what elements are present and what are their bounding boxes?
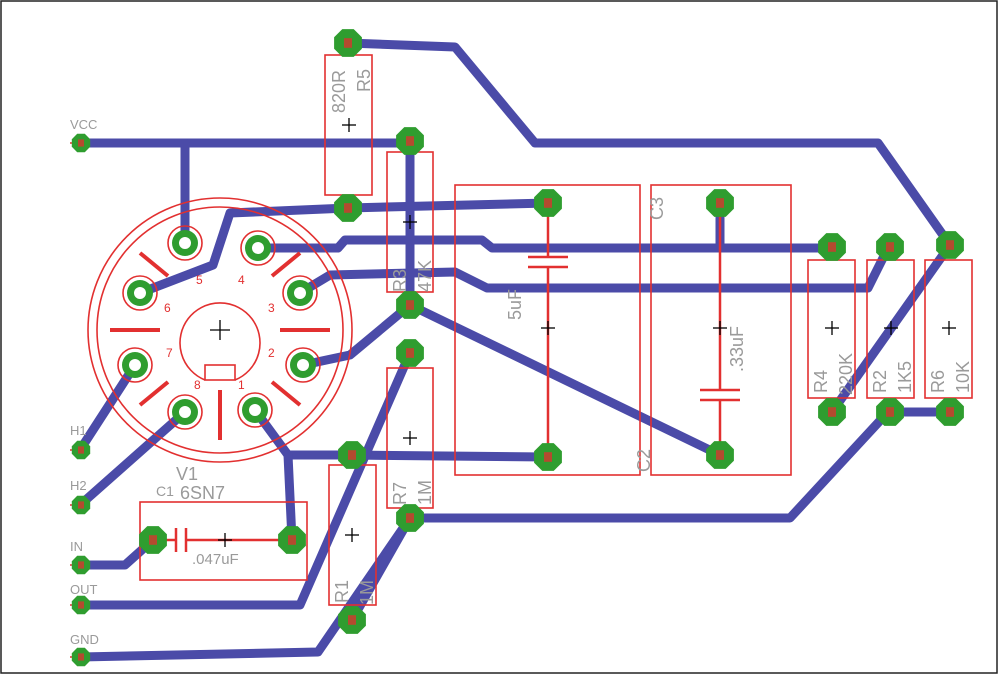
tube-pin-5-label: 5: [196, 273, 203, 287]
r7-name-label: R7: [390, 482, 410, 505]
r5-pad-top-drill: [344, 38, 352, 48]
r3-name-label: R3: [390, 269, 410, 292]
r5-name-label: R5: [354, 69, 374, 92]
r6-pad-bottom-drill: [946, 407, 954, 417]
tube-socket-outer: [87, 197, 353, 463]
c2-pad-bottom-drill: [544, 452, 552, 462]
trace-r3-c3: [405, 300, 725, 460]
trace-r5-r6: [343, 38, 955, 250]
gnd-pad-drill: [78, 653, 84, 661]
in-pad-drill: [78, 561, 84, 569]
trace-pin5-r5: [135, 198, 553, 298]
vcc-pad-drill: [78, 139, 84, 147]
c1-pad-left-drill: [149, 535, 157, 545]
r6-pad-top-drill: [946, 240, 954, 250]
c3-name-label: C3: [647, 197, 667, 220]
r3-value-label: 47K: [415, 260, 435, 292]
trace-pin4-r4: [253, 235, 837, 253]
out-label: OUT: [70, 582, 98, 597]
tube-socket-inner: [96, 206, 344, 454]
r1-name-label: R1: [332, 580, 352, 603]
tube-pin-4-label: 4: [238, 273, 245, 287]
r3-pad-top-drill: [406, 136, 414, 146]
c1-value-label: .047uF: [192, 551, 239, 568]
r7-pad-top-drill: [406, 348, 414, 358]
r5-pad-bottom-drill: [344, 203, 352, 213]
pads: [71, 29, 964, 667]
tube-value-label: 6SN7: [180, 483, 225, 503]
trace-gnd: [75, 407, 953, 662]
labels: VCC H1 H2 IN OUT GND V1 6SN7 C1 .047uF 1…: [70, 69, 973, 647]
c2-pad-top-drill: [544, 198, 552, 208]
h1-pad-drill: [78, 446, 84, 454]
c2-outline: [454, 184, 641, 476]
r5-value-label: 820R: [329, 70, 349, 113]
h2-label: H2: [70, 478, 87, 493]
c2-value-label: 5uF: [505, 289, 525, 320]
tube-pin-7-label: 7: [166, 346, 173, 360]
tube-key: [179, 302, 261, 381]
c2-name-label: C2: [634, 449, 654, 472]
trace-h2: [75, 407, 190, 510]
tube-pin-2-label: 2: [268, 346, 275, 360]
h2-pad-drill: [78, 501, 84, 509]
r2-value-label: 1K5: [895, 361, 915, 393]
trace-out: [75, 348, 415, 610]
r6-name-label: R6: [928, 370, 948, 393]
c1-name-label: C1: [156, 483, 174, 499]
r6-outline: [924, 259, 973, 399]
gnd-label: GND: [70, 632, 99, 647]
c3-value-label: .33uF: [727, 326, 747, 372]
r4-pad-top-drill: [828, 242, 836, 252]
r3-pad-bottom-drill: [406, 300, 414, 310]
c3-pad-bottom-drill: [716, 450, 724, 460]
c3-pad-top-drill: [716, 198, 724, 208]
r2-name-label: R2: [870, 370, 890, 393]
trace-pin2-r3: [298, 300, 415, 370]
trace-c1-grid: [283, 450, 297, 545]
tube-pin-6-label: 6: [164, 301, 171, 315]
r2-pad-top-drill: [886, 242, 894, 252]
r2-pad-bottom-drill: [886, 407, 894, 417]
tube-key-notch: [204, 364, 236, 381]
h1-label: H1: [70, 423, 87, 438]
r7-pad-bottom-drill: [406, 513, 414, 523]
r7-value-label: 1M: [415, 480, 435, 505]
vcc-label: VCC: [70, 117, 97, 132]
in-label: IN: [70, 539, 83, 554]
tube-pin-8-label: 8: [194, 378, 201, 392]
trace-r7-r1: [347, 513, 415, 625]
r1-pad-top-drill: [348, 450, 356, 460]
c1-pad-right-drill: [288, 535, 296, 545]
r4-value-label: 220K: [836, 353, 856, 395]
r1-pad-bottom-drill: [348, 615, 356, 625]
r6-value-label: 10K: [953, 361, 973, 393]
r4-pad-bottom-drill: [828, 407, 836, 417]
tube-pin-3-label: 3: [268, 301, 275, 315]
trace-pin3-r2: [295, 243, 893, 298]
r1-value-label: 1M: [357, 580, 377, 605]
trace-pin1-r1: [250, 405, 553, 462]
tube-pin-1-label: 1: [238, 378, 245, 392]
out-pad-drill: [78, 601, 84, 609]
tube-name-label: V1: [176, 464, 198, 484]
r4-name-label: R4: [811, 370, 831, 393]
c3-outline: [650, 184, 792, 476]
